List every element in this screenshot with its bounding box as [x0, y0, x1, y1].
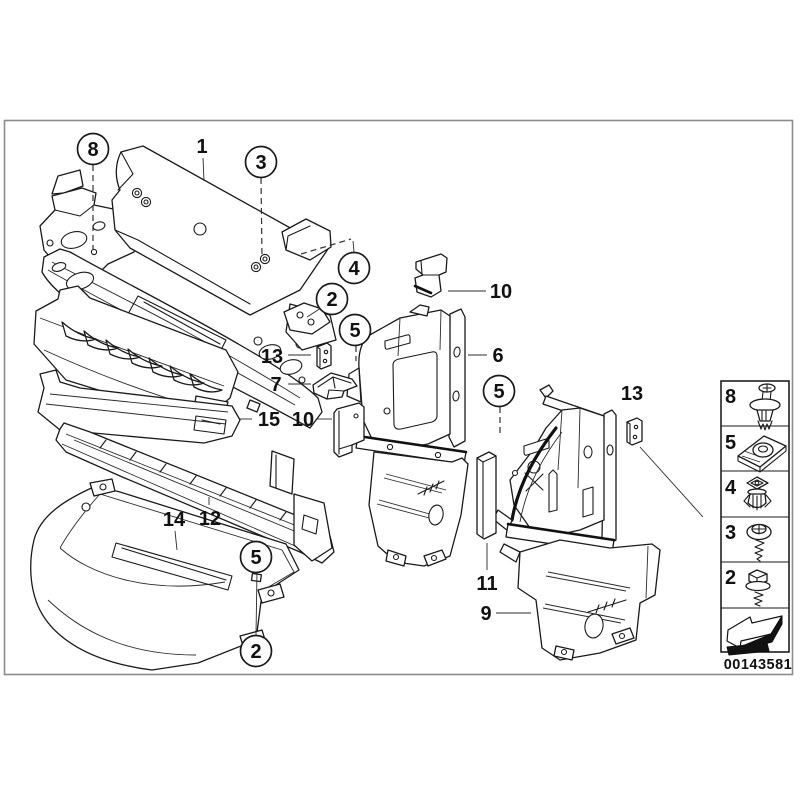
callout-circle-2-top [315, 282, 349, 316]
callout-circle-3 [244, 145, 278, 179]
part-15-vented-air-duct [33, 285, 241, 444]
callout-5-top: 5 [349, 320, 360, 342]
callout-8: 8 [87, 139, 98, 161]
combi-screw-icon [746, 523, 772, 562]
callout-circle-2-bottom [239, 634, 273, 668]
part-13-clip-right [626, 417, 643, 446]
callout-3: 3 [255, 152, 266, 174]
part-6-brake-air-duct [346, 304, 469, 567]
legend-number-8: 8 [725, 386, 736, 408]
label-7: 7 [270, 374, 281, 396]
leader-lines [92, 157, 704, 636]
diagram-frame [3, 119, 794, 676]
callout-circles: 8 3 4 2 5 5 5 2 [76, 132, 516, 668]
callout-circle-8 [76, 132, 110, 166]
legend-number-3: 3 [725, 522, 736, 544]
callout-5-right: 5 [493, 381, 504, 403]
callout-circle-5-top [338, 313, 372, 347]
part-14-lower-air-duct [30, 478, 300, 671]
part-12-sealing-rail [55, 422, 335, 564]
legend-number-5: 5 [725, 432, 736, 454]
label-13-right: 13 [621, 383, 643, 405]
part-13-clip-left [316, 342, 332, 370]
part-11-foam-strip [476, 451, 497, 540]
hex-screw-icon [745, 569, 771, 607]
expanding-nut-icon [743, 476, 772, 511]
legend-row-2: 2 [725, 567, 771, 607]
legend-number-4: 4 [725, 477, 737, 499]
direction-arrow-icon [726, 615, 783, 656]
legend-row-3: 3 [725, 522, 772, 562]
label-13-left: 13 [261, 346, 283, 368]
label-10-left: 10 [292, 409, 314, 431]
label-1: 1 [196, 136, 207, 158]
callout-circle-4 [337, 251, 371, 285]
part-9-brake-air-duct-right [492, 384, 661, 661]
legend-number-2: 2 [725, 567, 736, 589]
label-9: 9 [480, 603, 491, 625]
label-11: 11 [476, 573, 497, 595]
label-6: 6 [492, 345, 503, 367]
callout-2-bottom: 2 [250, 641, 261, 663]
callout-circle-5-bottom [239, 540, 273, 574]
fastener-legend: 8 5 4 [720, 380, 790, 656]
callout-4: 4 [348, 258, 360, 280]
part-10-bracket-top [413, 253, 448, 298]
part-7-clamp [312, 372, 358, 400]
label-15: 15 [258, 409, 280, 431]
part-number-labels: 1 13 7 15 10 10 6 13 14 12 11 9 [163, 136, 643, 625]
callout-2-top: 2 [326, 289, 337, 311]
legend-row-5: 5 [725, 432, 787, 473]
label-10-top: 10 [490, 281, 512, 303]
part-10-bracket-left [333, 402, 365, 458]
callout-5-bottom: 5 [250, 547, 261, 569]
label-14: 14 [163, 509, 186, 531]
diagram-number: 00143581 [724, 657, 793, 673]
legend-row-8: 8 [725, 383, 781, 431]
callout-circle-5-right [482, 374, 516, 408]
label-12: 12 [199, 508, 221, 530]
expanding-rivet-icon [749, 383, 781, 431]
legend-row-4: 4 [725, 476, 772, 511]
speed-nut-icon [737, 435, 787, 473]
